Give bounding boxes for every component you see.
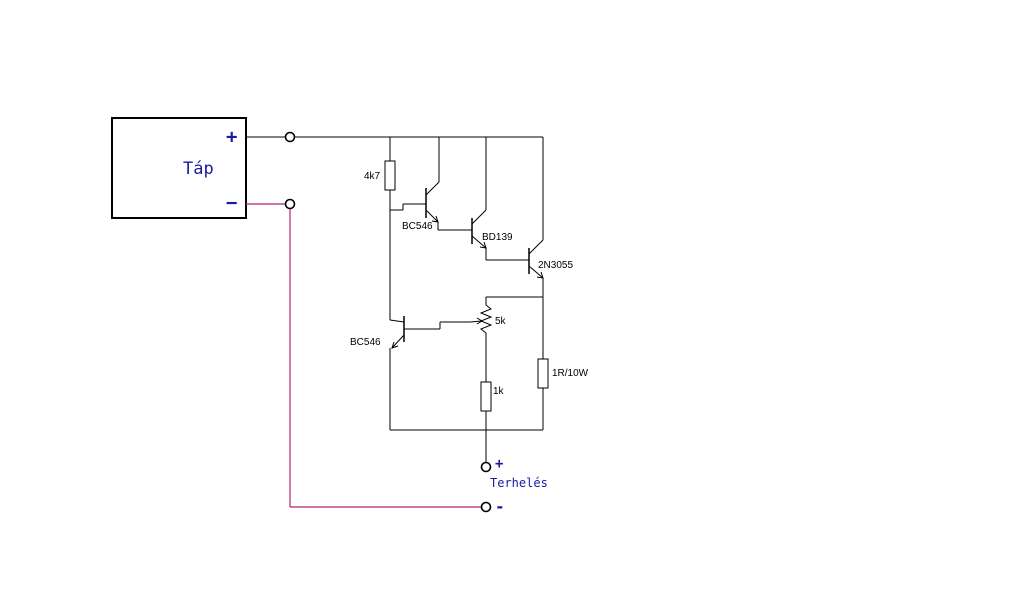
power-supply-box [111,117,247,219]
label-1k: 1k [493,386,505,397]
load-terminals: + - Terhelés [480,456,548,516]
load-minus-sign: - [495,497,505,516]
resistor-sense [537,358,549,430]
transistor-t4 [389,316,470,430]
power-supply-minus-sign: − [226,192,237,214]
power-supply-plus-sign: + [226,126,237,148]
potentiometer-5k [469,297,493,382]
label-pot: 5k [495,316,507,327]
load-plus-sign: + [495,456,503,472]
label-t1: BC546 [402,221,433,232]
supply-minus-terminal [284,198,296,210]
negative-wire [246,203,481,508]
load-title: Terhelés [490,476,548,490]
transistor-t1 [390,137,472,231]
load-plus-terminal [480,461,492,473]
label-t3: 2N3055 [538,260,573,271]
power-supply-title: Táp [183,159,214,179]
label-t4: BC546 [350,337,381,348]
label-4k7: 4k7 [364,171,381,182]
bottom-rail [390,429,543,462]
label-t2: BD139 [482,232,513,243]
positive-rail [246,131,543,143]
load-minus-terminal [480,501,492,513]
label-sense: 1R/10W [552,368,589,379]
transistor-t3 [486,137,544,359]
transistor-t2 [471,137,529,261]
resistor-4k7 [384,137,396,320]
resistor-1k [480,381,492,430]
supply-plus-terminal [284,131,296,143]
power-supply-block: Táp + − [111,117,247,219]
